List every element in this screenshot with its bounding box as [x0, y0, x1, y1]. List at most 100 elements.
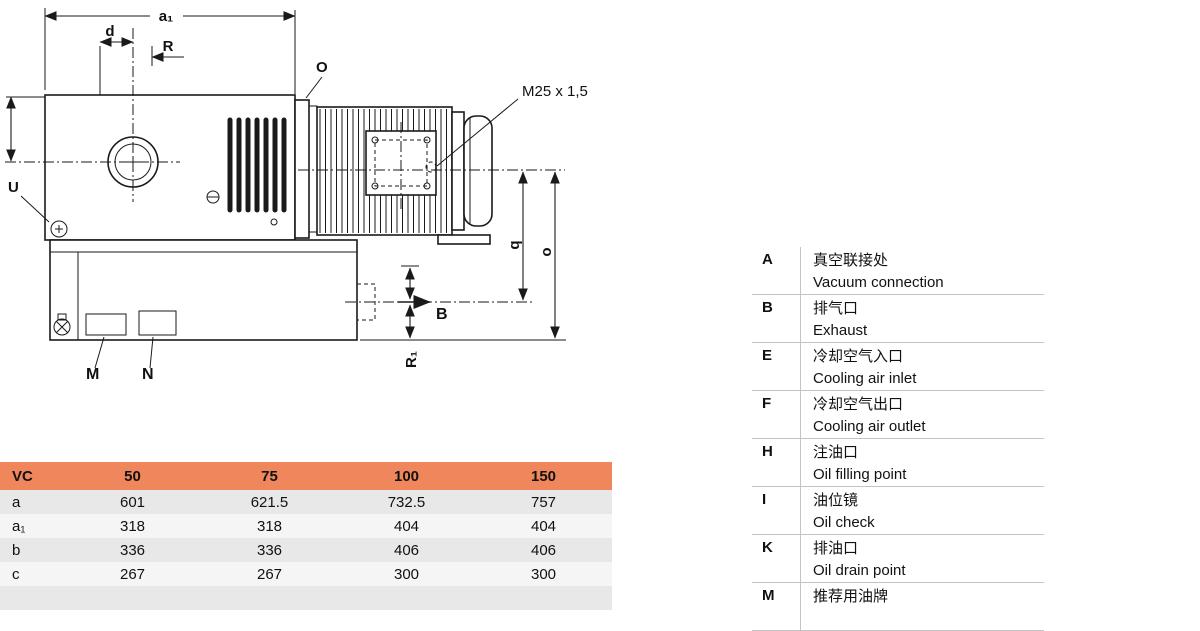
label-b: B	[436, 306, 448, 323]
table-row-partial	[0, 586, 612, 610]
dims-header-row: VC 50 75 100 150	[0, 462, 612, 490]
legend-zh: 排气口	[813, 300, 859, 317]
legend-letter: F	[762, 395, 772, 412]
legend-row-partial: M 推荐用油牌	[752, 583, 1044, 631]
legend-letter: H	[762, 443, 773, 460]
legend-row-e: E 冷却空气入口 Cooling air inlet	[752, 343, 1044, 391]
row-label: a₁	[0, 514, 64, 538]
legend-row-h: H 注油口 Oil filling point	[752, 439, 1044, 487]
cell: 404	[475, 514, 612, 538]
motor-centerlines	[298, 122, 565, 212]
fan-cover	[463, 115, 493, 227]
dim-label-q: q	[506, 240, 523, 249]
cell: 732.5	[338, 490, 475, 514]
cooling-grille	[227, 117, 287, 213]
cell: 300	[475, 562, 612, 586]
connection-legend: A 真空联接处 Vacuum connection B 排气口 Exhaust …	[752, 247, 1044, 631]
vacuum-regulating-valve: U	[8, 179, 68, 238]
cell: 318	[64, 514, 201, 538]
dims-header-50: 50	[64, 462, 201, 490]
cell: 336	[201, 538, 338, 562]
cell: 300	[338, 562, 475, 586]
coupling-flange	[294, 99, 318, 239]
dims-header-100: 100	[338, 462, 475, 490]
label-m: M	[86, 366, 99, 383]
dims-header-150: 150	[475, 462, 612, 490]
cell: 404	[338, 514, 475, 538]
legend-letter: B	[762, 299, 773, 316]
legend-letter: M	[762, 587, 775, 604]
label-o-top: O	[316, 59, 328, 76]
legend-letter: K	[762, 539, 773, 556]
legend-zh: 冷却空气出口	[813, 396, 904, 413]
dims-header-vc: VC	[0, 462, 64, 490]
dim-label-r: R	[163, 38, 174, 55]
legend-zh: 真空联接处	[813, 252, 889, 269]
cell: 336	[64, 538, 201, 562]
dimension-r: R	[151, 38, 184, 66]
motor	[316, 106, 493, 245]
pump-housing	[44, 94, 296, 241]
dimension-o: o	[360, 171, 566, 341]
legend-zh: 推荐用油牌	[813, 588, 889, 605]
cell: 406	[338, 538, 475, 562]
table-row-c: c 267 267 300 300	[0, 562, 612, 586]
cell: 267	[201, 562, 338, 586]
legend-en: Cooling air inlet	[813, 370, 917, 387]
motor-end-shield	[451, 111, 465, 231]
label-u: U	[8, 179, 19, 196]
cell: 318	[201, 514, 338, 538]
legend-row-b: B 排气口 Exhaust	[752, 295, 1044, 343]
legend-row-a: A 真空联接处 Vacuum connection	[752, 247, 1044, 295]
legend-row-f: F 冷却空气出口 Cooling air outlet	[752, 391, 1044, 439]
legend-en: Cooling air outlet	[813, 418, 926, 435]
legend-en: Vacuum connection	[813, 274, 944, 291]
row-label: c	[0, 562, 64, 586]
legend-zh: 油位镜	[813, 492, 859, 509]
thread-callout: M25 x 1,5	[436, 83, 588, 167]
pump-base	[49, 239, 358, 341]
legend-en: Oil drain point	[813, 562, 906, 579]
dimensions-table: VC 50 75 100 150 a 601 621.5 732.5 757 a…	[0, 462, 612, 610]
legend-zh: 冷却空气入口	[813, 348, 904, 365]
label-n: N	[142, 366, 154, 383]
plate-labels: M N	[86, 336, 154, 383]
plate-m	[85, 313, 127, 336]
row-label: a	[0, 490, 64, 514]
plate-n	[138, 310, 177, 336]
exhaust-port: B	[345, 283, 535, 323]
dim-label-o: o	[538, 247, 555, 256]
motor-foot	[437, 234, 491, 245]
dims-header-75: 75	[201, 462, 338, 490]
inlet-centerlines	[5, 28, 180, 202]
cell: 621.5	[201, 490, 338, 514]
dimension-left-height	[6, 96, 45, 162]
legend-en: Oil check	[813, 514, 875, 531]
legend-letter: I	[762, 491, 767, 508]
label-thread: M25 x 1,5	[522, 83, 588, 100]
table-row-b: b 336 336 406 406	[0, 538, 612, 562]
cell: 757	[475, 490, 612, 514]
legend-zh: 排油口	[813, 540, 859, 557]
legend-zh: 注油口	[813, 444, 859, 461]
pump-technical-drawing: a₁ d R U	[5, 8, 588, 383]
legend-row-k: K 排油口 Oil drain point	[752, 535, 1044, 583]
cable-gland	[425, 161, 437, 173]
table-row-a1: a₁ 318 318 404 404	[0, 514, 612, 538]
oil-drain-valve	[53, 313, 71, 336]
cell: 601	[64, 490, 201, 514]
legend-row-i: I 油位镜 Oil check	[752, 487, 1044, 535]
dimension-q: q	[506, 171, 528, 301]
dimension-r1: R₁	[403, 304, 420, 368]
row-label: b	[0, 538, 64, 562]
legend-en: Oil filling point	[813, 466, 907, 483]
rotation-direction: O	[305, 59, 328, 99]
dimension-a1: a₁	[44, 8, 296, 94]
cell: 406	[475, 538, 612, 562]
dim-label-d: d	[105, 23, 114, 40]
dim-label-a1: a₁	[159, 8, 174, 25]
cell: 267	[64, 562, 201, 586]
legend-letter: E	[762, 347, 773, 364]
legend-en: Exhaust	[813, 322, 868, 339]
dim-label-r1: R₁	[403, 351, 420, 368]
